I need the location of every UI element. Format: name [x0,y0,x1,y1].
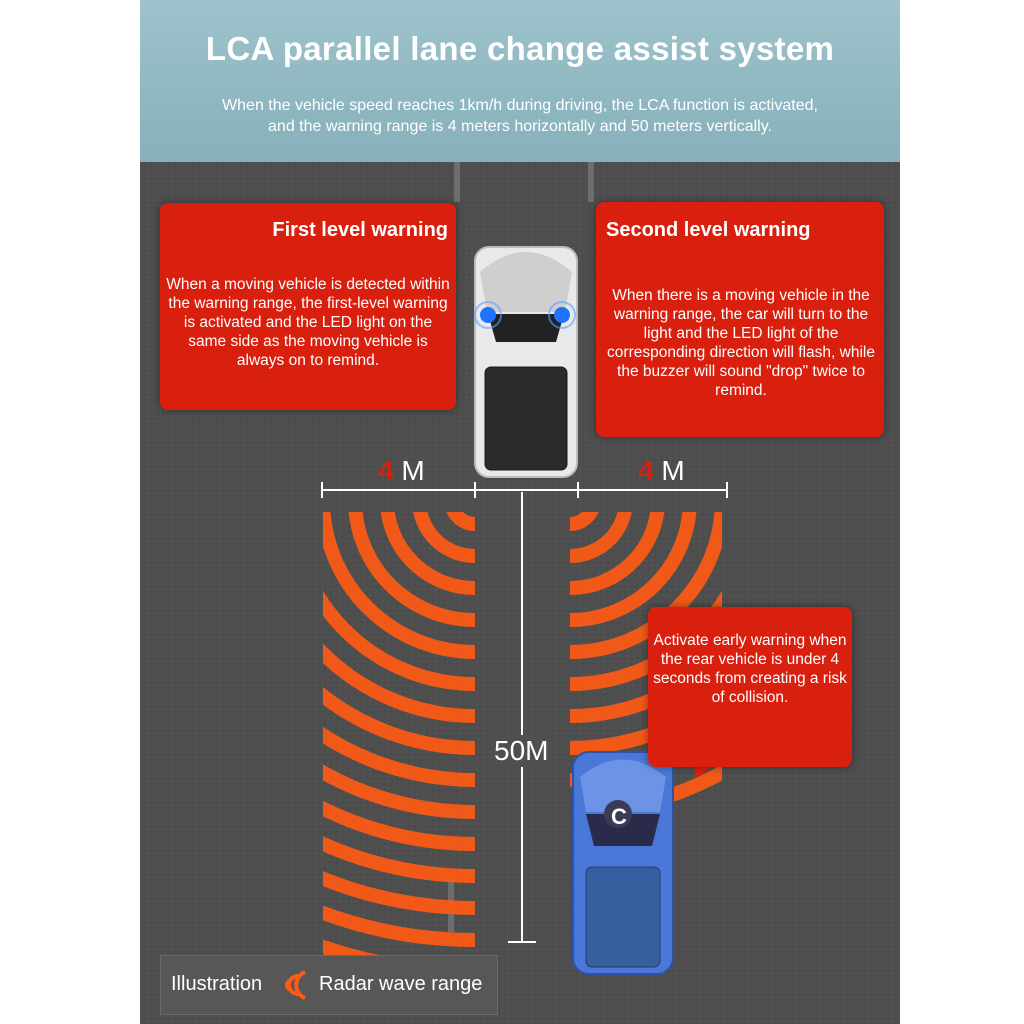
first-warning-callout: First level warning When a moving vehicl… [160,203,456,410]
dimension-lines [321,482,728,943]
right-width-label: 4 M [638,455,685,487]
second-warning-callout: Second level warning When there is a mov… [596,202,884,437]
first-warning-title: First level warning [272,219,448,241]
early-warning-body: Activate early warning when the rear veh… [653,632,847,706]
host-car [474,246,578,478]
right-width-unit: M [661,455,685,486]
second-warning-body: When there is a moving vehicle in the wa… [607,287,875,399]
rear-car [572,751,674,975]
early-warning-callout: Activate early warning when the rear veh… [648,607,852,767]
subtitle-line-1: When the vehicle speed reaches 1km/h dur… [222,97,818,114]
subtitle-line-2: and the warning range is 4 meters horizo… [268,118,772,135]
page-subtitle: When the vehicle speed reaches 1km/h dur… [160,95,880,137]
left-width-unit: M [401,455,425,486]
legend: Illustration Radar wave range [160,955,498,1015]
vertical-range-label: 50M [492,735,551,767]
first-warning-body: When a moving vehicle is detected within… [166,276,450,369]
infographic-panel: LCA parallel lane change assist system W… [140,0,900,1024]
radar-wave-icon [285,970,306,1000]
legend-item: Radar wave range [319,973,483,995]
right-width-number: 4 [638,455,654,486]
rear-car-badge: C [611,804,627,829]
page-title: LCA parallel lane change assist system [205,30,835,67]
header-banner: LCA parallel lane change assist system W… [140,0,900,162]
legend-label: Illustration [171,973,263,995]
left-width-number: 4 [378,455,394,486]
left-width-label: 4 M [378,455,425,487]
second-warning-title: Second level warning [606,219,811,241]
